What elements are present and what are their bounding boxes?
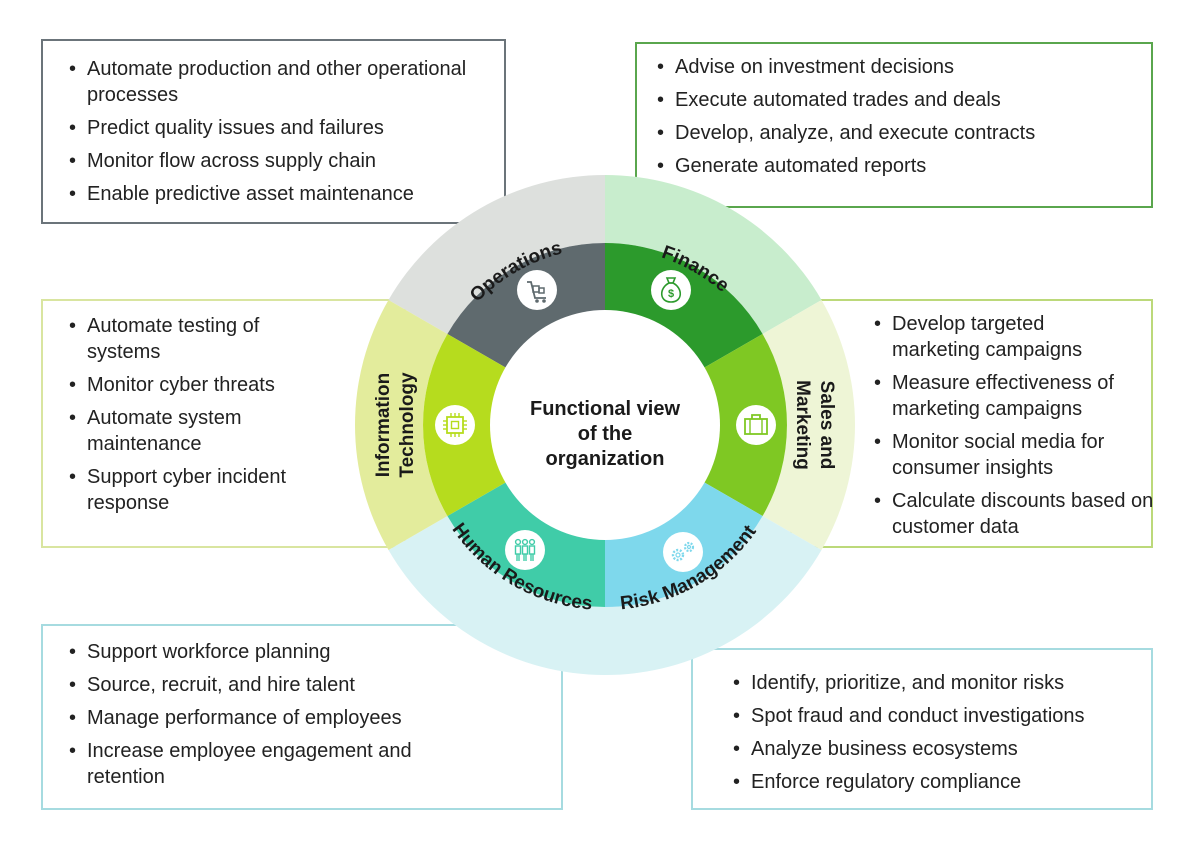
- it-label-line-1: Information: [373, 373, 394, 478]
- finance-item: Develop, analyze, and execute contracts: [645, 120, 1137, 146]
- sales-label-line-1: Sales and: [816, 381, 837, 470]
- center-title-line-3: organization: [546, 448, 665, 470]
- risk-outer-segment: [605, 516, 822, 675]
- sales-outer-segment: [762, 300, 855, 550]
- it-label-line-2: Technology: [397, 372, 418, 478]
- hr-item: Source, recruit, and hire talent: [57, 672, 547, 698]
- operations-box: Automate production and other operationa…: [41, 39, 506, 224]
- people-icon: [505, 530, 545, 570]
- chip-icon: [435, 405, 475, 445]
- hr-box: Support workforce planning Source, recru…: [41, 624, 563, 810]
- finance-box: Advise on investment decisions Execute a…: [635, 42, 1153, 208]
- operations-item: Monitor flow across supply chain: [57, 148, 490, 174]
- it-item: Automate system maintenance: [57, 405, 257, 457]
- it-item: Automate testing of systems: [57, 313, 307, 365]
- sales-label-line-2: Marketing: [792, 380, 813, 470]
- risk-item: Identify, prioritize, and monitor risks: [721, 670, 1137, 696]
- hr-item: Manage performance of employees: [57, 705, 547, 731]
- center-title-line-1: Functional view: [530, 398, 680, 420]
- center-title-line-2: of the: [578, 423, 632, 445]
- risk-item: Enforce regulatory compliance: [721, 769, 1137, 795]
- svg-text:$: $: [668, 288, 674, 300]
- it-outer-segment: [355, 300, 448, 550]
- it-item: Support cyber incident response: [57, 464, 317, 516]
- sales-item: Develop targeted marketing campaigns: [862, 311, 1092, 363]
- sales-item: Monitor social media for consumer insigh…: [862, 429, 1137, 481]
- finance-outer-segment: [605, 175, 822, 334]
- hr-item: Support workforce planning: [57, 639, 547, 665]
- hr-item: Increase employee engagement and retenti…: [57, 738, 447, 790]
- finance-item: Generate automated reports: [645, 153, 1137, 179]
- money-bag-icon: $: [651, 270, 691, 310]
- operations-item: Automate production and other operationa…: [57, 56, 490, 108]
- operations-item: Enable predictive asset maintenance: [57, 181, 490, 207]
- hr-outer-segment: [388, 516, 605, 675]
- it-item: Monitor cyber threats: [57, 372, 307, 398]
- it-box: Automate testing of systems Monitor cybe…: [41, 299, 406, 548]
- risk-box: Identify, prioritize, and monitor risks …: [691, 648, 1153, 810]
- cart-icon: [517, 270, 557, 310]
- risk-item: Analyze business ecosystems: [721, 736, 1137, 762]
- sales-box: Develop targeted marketing campaigns Mea…: [790, 299, 1153, 548]
- operations-item: Predict quality issues and failures: [57, 115, 490, 141]
- finance-item: Execute automated trades and deals: [645, 87, 1137, 113]
- sales-item: Calculate discounts based on customer da…: [862, 488, 1157, 540]
- briefcase-icon: [736, 405, 776, 445]
- gears-icon: [663, 532, 703, 572]
- finance-item: Advise on investment decisions: [645, 54, 1137, 80]
- sales-item: Measure effectiveness of marketing campa…: [862, 370, 1137, 422]
- risk-item: Spot fraud and conduct investigations: [721, 703, 1137, 729]
- operations-outer-segment: [388, 175, 605, 334]
- center-circle: [490, 310, 720, 540]
